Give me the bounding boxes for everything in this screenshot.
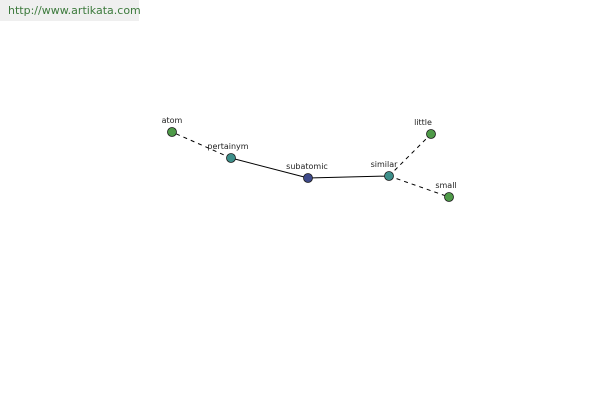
graph-edges <box>171 131 450 198</box>
node-label-similar[interactable]: similar <box>371 160 399 169</box>
edge-pertainym-atom <box>171 131 232 159</box>
graph-labels: subatomic pertainym similar atom little small <box>162 116 457 190</box>
edge-subatomic-pertainym <box>230 157 309 179</box>
node-label-atom[interactable]: atom <box>162 116 183 125</box>
node-atom[interactable] <box>167 127 177 137</box>
node-subatomic[interactable] <box>303 173 313 183</box>
node-little[interactable] <box>426 129 436 139</box>
node-label-pertainym[interactable]: pertainym <box>207 142 248 151</box>
node-label-little[interactable]: little <box>414 118 432 127</box>
node-pertainym[interactable] <box>226 153 236 163</box>
edge-similar-little <box>388 133 432 177</box>
node-label-subatomic[interactable]: subatomic <box>286 162 328 171</box>
url-bar: http://www.artikata.com <box>0 0 141 21</box>
node-label-small[interactable]: small <box>435 181 456 190</box>
node-similar[interactable] <box>384 171 394 181</box>
edge-subatomic-similar <box>307 175 390 179</box>
node-small[interactable] <box>444 192 454 202</box>
graph-nodes <box>167 127 454 202</box>
site-url-link[interactable]: http://www.artikata.com <box>8 4 141 17</box>
edge-similar-small <box>388 175 450 198</box>
